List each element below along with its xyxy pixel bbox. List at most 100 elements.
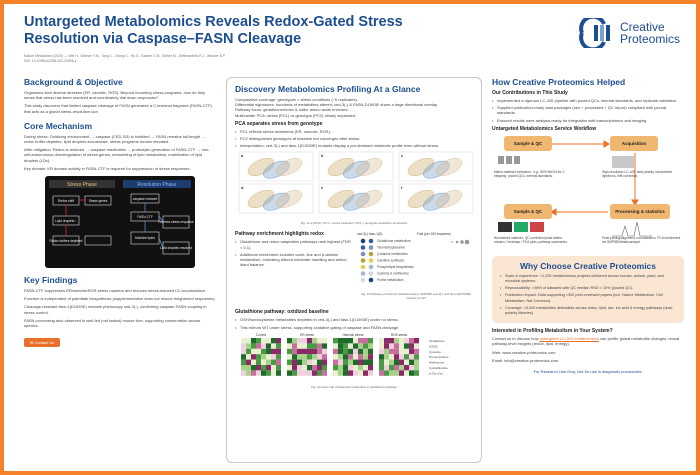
heatmap-cell — [246, 337, 251, 344]
heatmap-cell — [287, 348, 292, 355]
pathway-row-label: Carnitine synthesis — [377, 259, 404, 263]
heatmap-cell — [307, 348, 312, 355]
heatmap-cell — [302, 354, 307, 360]
heatmap-cell — [338, 354, 343, 360]
heatmap-cell — [358, 354, 363, 360]
pca-cluster — [407, 190, 435, 209]
heatmap-cell — [307, 343, 312, 349]
heatmap-cell — [353, 343, 358, 349]
pca-caption: Fig. 4c-e (PCA): PC1 = stress treatment;… — [300, 221, 408, 226]
heatmap-cell — [414, 364, 419, 371]
heatmap-cell — [271, 359, 276, 365]
heatmap-cell — [251, 337, 256, 344]
heatmap-cell — [307, 370, 312, 376]
mail-icon: ✉ — [30, 340, 35, 346]
interested-text-a: Contact us to discuss how — [492, 336, 540, 342]
pca-cluster — [275, 190, 303, 209]
interested-text-b: can profile global metabolite changes, r… — [492, 336, 680, 347]
heatmap-cell — [404, 343, 409, 349]
heatmap-cell — [292, 370, 297, 376]
logo-text: Creative Proteomics — [620, 21, 680, 45]
diagram-r1: caspase restored — [133, 197, 158, 201]
heatmap-cell — [343, 343, 348, 349]
why-heading: Why Choose Creative Proteomics — [519, 260, 657, 271]
pathway-dot-ced3 — [360, 278, 366, 283]
heatmap-cell — [394, 348, 399, 355]
heatmap-cell — [312, 370, 317, 376]
heatmap-cell — [256, 359, 261, 365]
heatmap-cell — [261, 364, 266, 371]
heatmap-cell — [312, 364, 317, 371]
ms-instrument-icon — [612, 155, 634, 168]
heatmap-cell — [353, 370, 358, 376]
heatmap-cell — [389, 337, 394, 344]
background-heading: Background & Objective — [24, 77, 123, 87]
background-p2: This study discovers that limited caspas… — [24, 103, 212, 114]
heatmap-cell — [409, 337, 414, 344]
pathway-dot-ced3 — [360, 245, 366, 251]
heatmap-cell — [379, 354, 384, 360]
metab-p3: Pathway focus: glutathione/redox & sulfu… — [235, 107, 349, 113]
contact-us-label: Contact Us — [34, 340, 55, 346]
mechanism-p2: After mitigation: Redox is restored → ca… — [24, 147, 210, 163]
diagram-l2: Stress genes — [89, 199, 108, 203]
heatmap-cell — [368, 370, 373, 376]
footer-disclaimer: For Research Use Only. Not for use in di… — [533, 369, 643, 375]
heatmap-cell — [379, 343, 384, 349]
pca-panel-label: d — [241, 185, 244, 190]
heatmap-cell — [358, 370, 363, 376]
heatmap-cell — [251, 354, 256, 360]
heatmap-cell — [261, 343, 266, 349]
heatmap-cell — [399, 348, 404, 355]
pca-list: PC1 reflects stress treatments (ER, osmo… — [235, 129, 473, 149]
heatmap-cell — [317, 364, 322, 371]
heatmap-cell — [343, 370, 348, 376]
metab-p1: Comparative coverage: genotypes × stress… — [235, 97, 358, 102]
pca-panel-label: f — [401, 185, 403, 190]
heatmap-cell — [302, 343, 307, 349]
heatmap-cell — [241, 370, 246, 376]
heatmap-cell — [297, 359, 302, 365]
heatmap-cell — [363, 370, 368, 376]
web-line[interactable]: Web: www.creative-proteomics.com — [492, 349, 556, 355]
heatmap-cell — [389, 370, 394, 376]
heatmap-cell — [343, 354, 348, 360]
heatmap-cell — [338, 343, 343, 349]
heatmap-cell — [404, 364, 409, 371]
heatmap-cell — [368, 343, 373, 349]
heatmap-cell — [276, 370, 281, 376]
pathway-bullet-2: Additional enrichment includes carni- ti… — [235, 252, 353, 268]
pca-cluster — [275, 158, 303, 177]
workflow-step-processing: Processing & statistics — [610, 203, 670, 219]
heatmap-cell — [261, 337, 266, 344]
heatmap-cell — [312, 359, 317, 365]
heatmap-cell — [353, 354, 358, 360]
heatmap-cell — [312, 343, 317, 349]
heatmap-cell — [333, 348, 338, 355]
heatmap-group-label: ROS stress — [391, 333, 408, 337]
heatmap-cell — [287, 343, 292, 349]
heatmap-cell — [363, 354, 368, 360]
doi: DOI: 10.1038/s42255-023-00956-y — [24, 58, 77, 63]
mechanism-diagram-svg: Stress Phase Resolution Phase Redox shif… — [49, 180, 194, 255]
heatmap-cell — [353, 348, 358, 355]
contact-us-button[interactable]: ✉ Contact Us — [24, 338, 61, 348]
pca-bullet-1: PC1 reflects stress treatments (ER, osmo… — [235, 129, 473, 134]
heatmap-cell — [256, 370, 261, 376]
workflow-caption-4: Peak picking/alignment, normalization, P… — [602, 235, 681, 244]
heatmap-cell — [363, 343, 368, 349]
heatmap-cell — [414, 370, 419, 376]
diagram-l3: Lipid droplets ↑ — [55, 219, 77, 223]
why-2: Reproducibility: >98% of datasets with Q… — [500, 286, 676, 291]
heatmap-cell — [394, 354, 399, 360]
why-list: Scale & experience: >1,200 metabolomics … — [500, 274, 676, 316]
heatmap-cell — [343, 348, 348, 355]
heatmap-cell — [246, 354, 251, 360]
heatmap-cell — [317, 343, 322, 349]
email-line[interactable]: Email: info@creative-proteomics.com — [492, 357, 559, 363]
heatmap-cell — [241, 337, 246, 344]
lcms-link[interactable]: untargeted LC–MS metabolomics — [539, 336, 599, 342]
company-logo[interactable]: Creative Proteomics — [578, 18, 680, 48]
heatmap-cell — [348, 364, 353, 371]
